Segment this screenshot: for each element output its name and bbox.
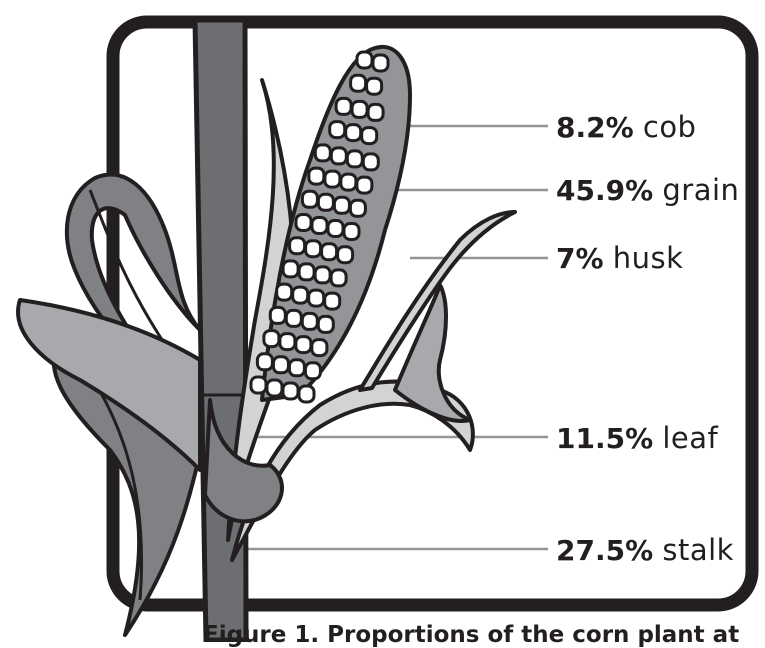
percent-stalk: 27.5% bbox=[556, 534, 653, 567]
kernel bbox=[286, 310, 301, 326]
kernel bbox=[331, 148, 346, 164]
kernel bbox=[350, 200, 365, 216]
kernel bbox=[289, 360, 304, 376]
kernel bbox=[331, 270, 346, 286]
kernel bbox=[299, 264, 314, 280]
kernel bbox=[338, 247, 353, 263]
kernel bbox=[328, 221, 343, 237]
kernel bbox=[283, 383, 298, 399]
percent-cob: 8.2% bbox=[556, 111, 634, 144]
kernel bbox=[312, 340, 327, 356]
kernel bbox=[277, 284, 292, 300]
kernel bbox=[330, 122, 345, 138]
kernel bbox=[363, 154, 378, 170]
kernel bbox=[305, 363, 320, 379]
kernel bbox=[368, 104, 383, 120]
kernel bbox=[325, 293, 340, 309]
part-leaf: leaf bbox=[662, 421, 718, 455]
kernel bbox=[325, 171, 340, 187]
kernel bbox=[296, 215, 311, 231]
kernel bbox=[344, 224, 359, 240]
kernel bbox=[306, 241, 321, 257]
kernel bbox=[334, 197, 349, 213]
kernel bbox=[341, 174, 356, 190]
label-stalk: 27.5% stalk bbox=[556, 536, 734, 565]
kernel bbox=[302, 191, 317, 207]
kernel bbox=[373, 55, 388, 71]
kernel bbox=[251, 377, 266, 393]
kernel bbox=[309, 290, 324, 306]
kernel bbox=[296, 337, 311, 353]
part-cob: cob bbox=[643, 110, 697, 144]
label-husk: 7% husk bbox=[556, 244, 683, 273]
kernel bbox=[293, 287, 308, 303]
kernel bbox=[347, 151, 362, 167]
figure-caption: Figure 1. Proportions of the corn plant … bbox=[203, 622, 739, 648]
kernel bbox=[312, 218, 327, 234]
label-leaf: 11.5% leaf bbox=[556, 424, 718, 453]
label-cob: 8.2% cob bbox=[556, 113, 696, 142]
kernel bbox=[336, 98, 351, 114]
kernel bbox=[357, 177, 372, 193]
kernel bbox=[302, 313, 317, 329]
kernel bbox=[283, 261, 298, 277]
kernel bbox=[352, 101, 367, 117]
kernel bbox=[351, 75, 366, 91]
label-grain: 45.9% grain bbox=[556, 176, 739, 205]
kernel bbox=[362, 128, 377, 144]
kernel bbox=[290, 238, 305, 254]
percent-leaf: 11.5% bbox=[556, 422, 653, 455]
part-grain: grain bbox=[662, 173, 739, 207]
kernel bbox=[257, 354, 272, 370]
kernel bbox=[322, 244, 337, 260]
kernel bbox=[270, 307, 285, 323]
kernel bbox=[280, 334, 295, 350]
kernel bbox=[299, 386, 314, 402]
part-stalk: stalk bbox=[662, 533, 734, 567]
kernel bbox=[367, 78, 382, 94]
kernel bbox=[318, 194, 333, 210]
percent-grain: 45.9% bbox=[556, 174, 653, 207]
kernel bbox=[318, 316, 333, 332]
kernel bbox=[346, 125, 361, 141]
percent-husk: 7% bbox=[556, 242, 604, 275]
kernel bbox=[357, 52, 372, 68]
kernel bbox=[315, 145, 330, 161]
kernel bbox=[264, 331, 279, 347]
kernel bbox=[309, 168, 324, 184]
kernel bbox=[267, 380, 282, 396]
kernel bbox=[273, 357, 288, 373]
part-husk: husk bbox=[613, 241, 684, 275]
kernel bbox=[315, 267, 330, 283]
